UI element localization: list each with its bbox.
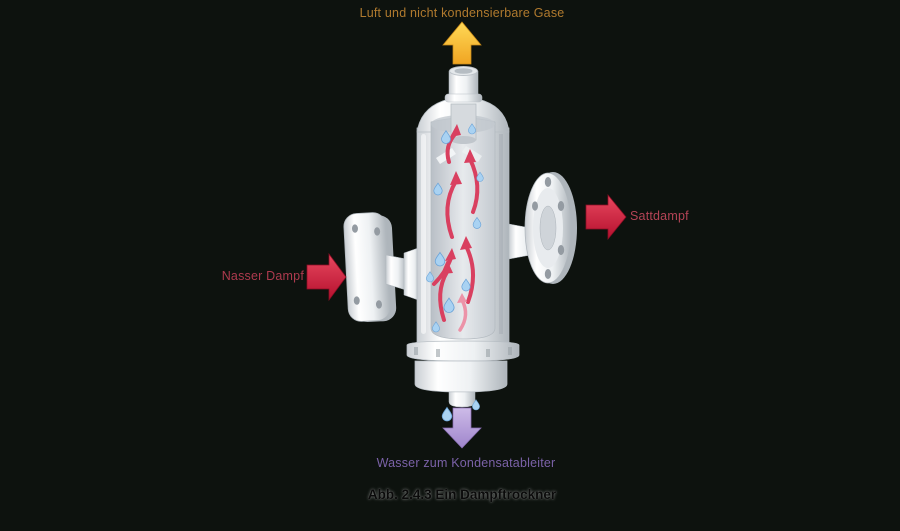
internal-steam-flow-arrows: [432, 124, 480, 332]
figure-caption: Abb. 2.4.3 Ein Dampftrockner: [367, 487, 557, 502]
vessel-base: [406, 340, 520, 408]
label-dry-steam: Sattdampf: [630, 209, 689, 223]
condensate-arrow-icon: [442, 407, 482, 449]
wet-steam-inlet-flange: [343, 212, 397, 323]
dry-steam-arrow-icon: [585, 193, 627, 241]
dry-steam-outlet-flange: [508, 172, 577, 284]
wet-steam-arrow-icon: [306, 252, 347, 302]
air-outlet-arrow-icon: [442, 21, 482, 65]
label-air-and-gases: Luft und nicht kondensierbare Gase: [359, 6, 565, 20]
label-wet-steam: Nasser Dampf: [221, 269, 304, 283]
label-condensate: Wasser zum Kondensatableiter: [376, 456, 556, 470]
